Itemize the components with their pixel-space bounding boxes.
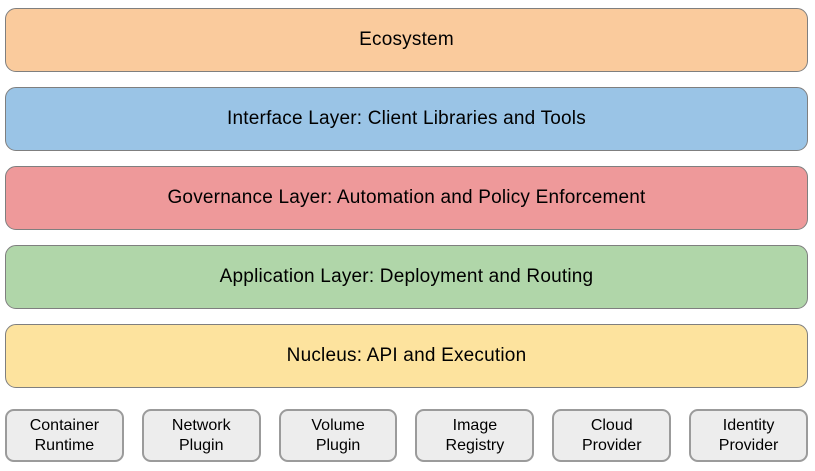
diagram-body: Ecosystem Interface Layer: Client Librar… [5, 8, 808, 462]
component-cloud-provider-label: Cloud Provider [581, 416, 642, 454]
layer-ecosystem: Ecosystem [5, 8, 808, 72]
components-row: Container Runtime Network Plugin Volume … [5, 409, 808, 462]
component-container-runtime-label: Container Runtime [29, 416, 100, 454]
layer-interface-label: Interface Layer: Client Libraries and To… [227, 108, 586, 129]
layer-nucleus: Nucleus: API and Execution [5, 324, 808, 388]
layer-interface: Interface Layer: Client Libraries and To… [5, 87, 808, 151]
component-network-plugin: Network Plugin [141, 409, 261, 462]
layer-ecosystem-label: Ecosystem [359, 29, 454, 50]
layer-governance-label: Governance Layer: Automation and Policy … [167, 187, 646, 208]
component-volume-plugin: Volume Plugin [278, 409, 398, 462]
component-network-plugin-label: Network Plugin [171, 416, 231, 454]
component-container-runtime: Container Runtime [5, 409, 124, 462]
component-identity-provider-label: Identity Provider [718, 416, 779, 454]
layer-application-label: Application Layer: Deployment and Routin… [219, 266, 594, 287]
component-volume-plugin-label: Volume Plugin [311, 416, 365, 454]
layer-application: Application Layer: Deployment and Routin… [5, 245, 808, 309]
component-image-registry-label: Image Registry [445, 416, 505, 454]
component-identity-provider: Identity Provider [689, 409, 808, 462]
component-cloud-provider: Cloud Provider [552, 409, 672, 462]
component-image-registry: Image Registry [415, 409, 535, 462]
layer-governance: Governance Layer: Automation and Policy … [5, 166, 808, 230]
layer-nucleus-label: Nucleus: API and Execution [286, 345, 527, 366]
